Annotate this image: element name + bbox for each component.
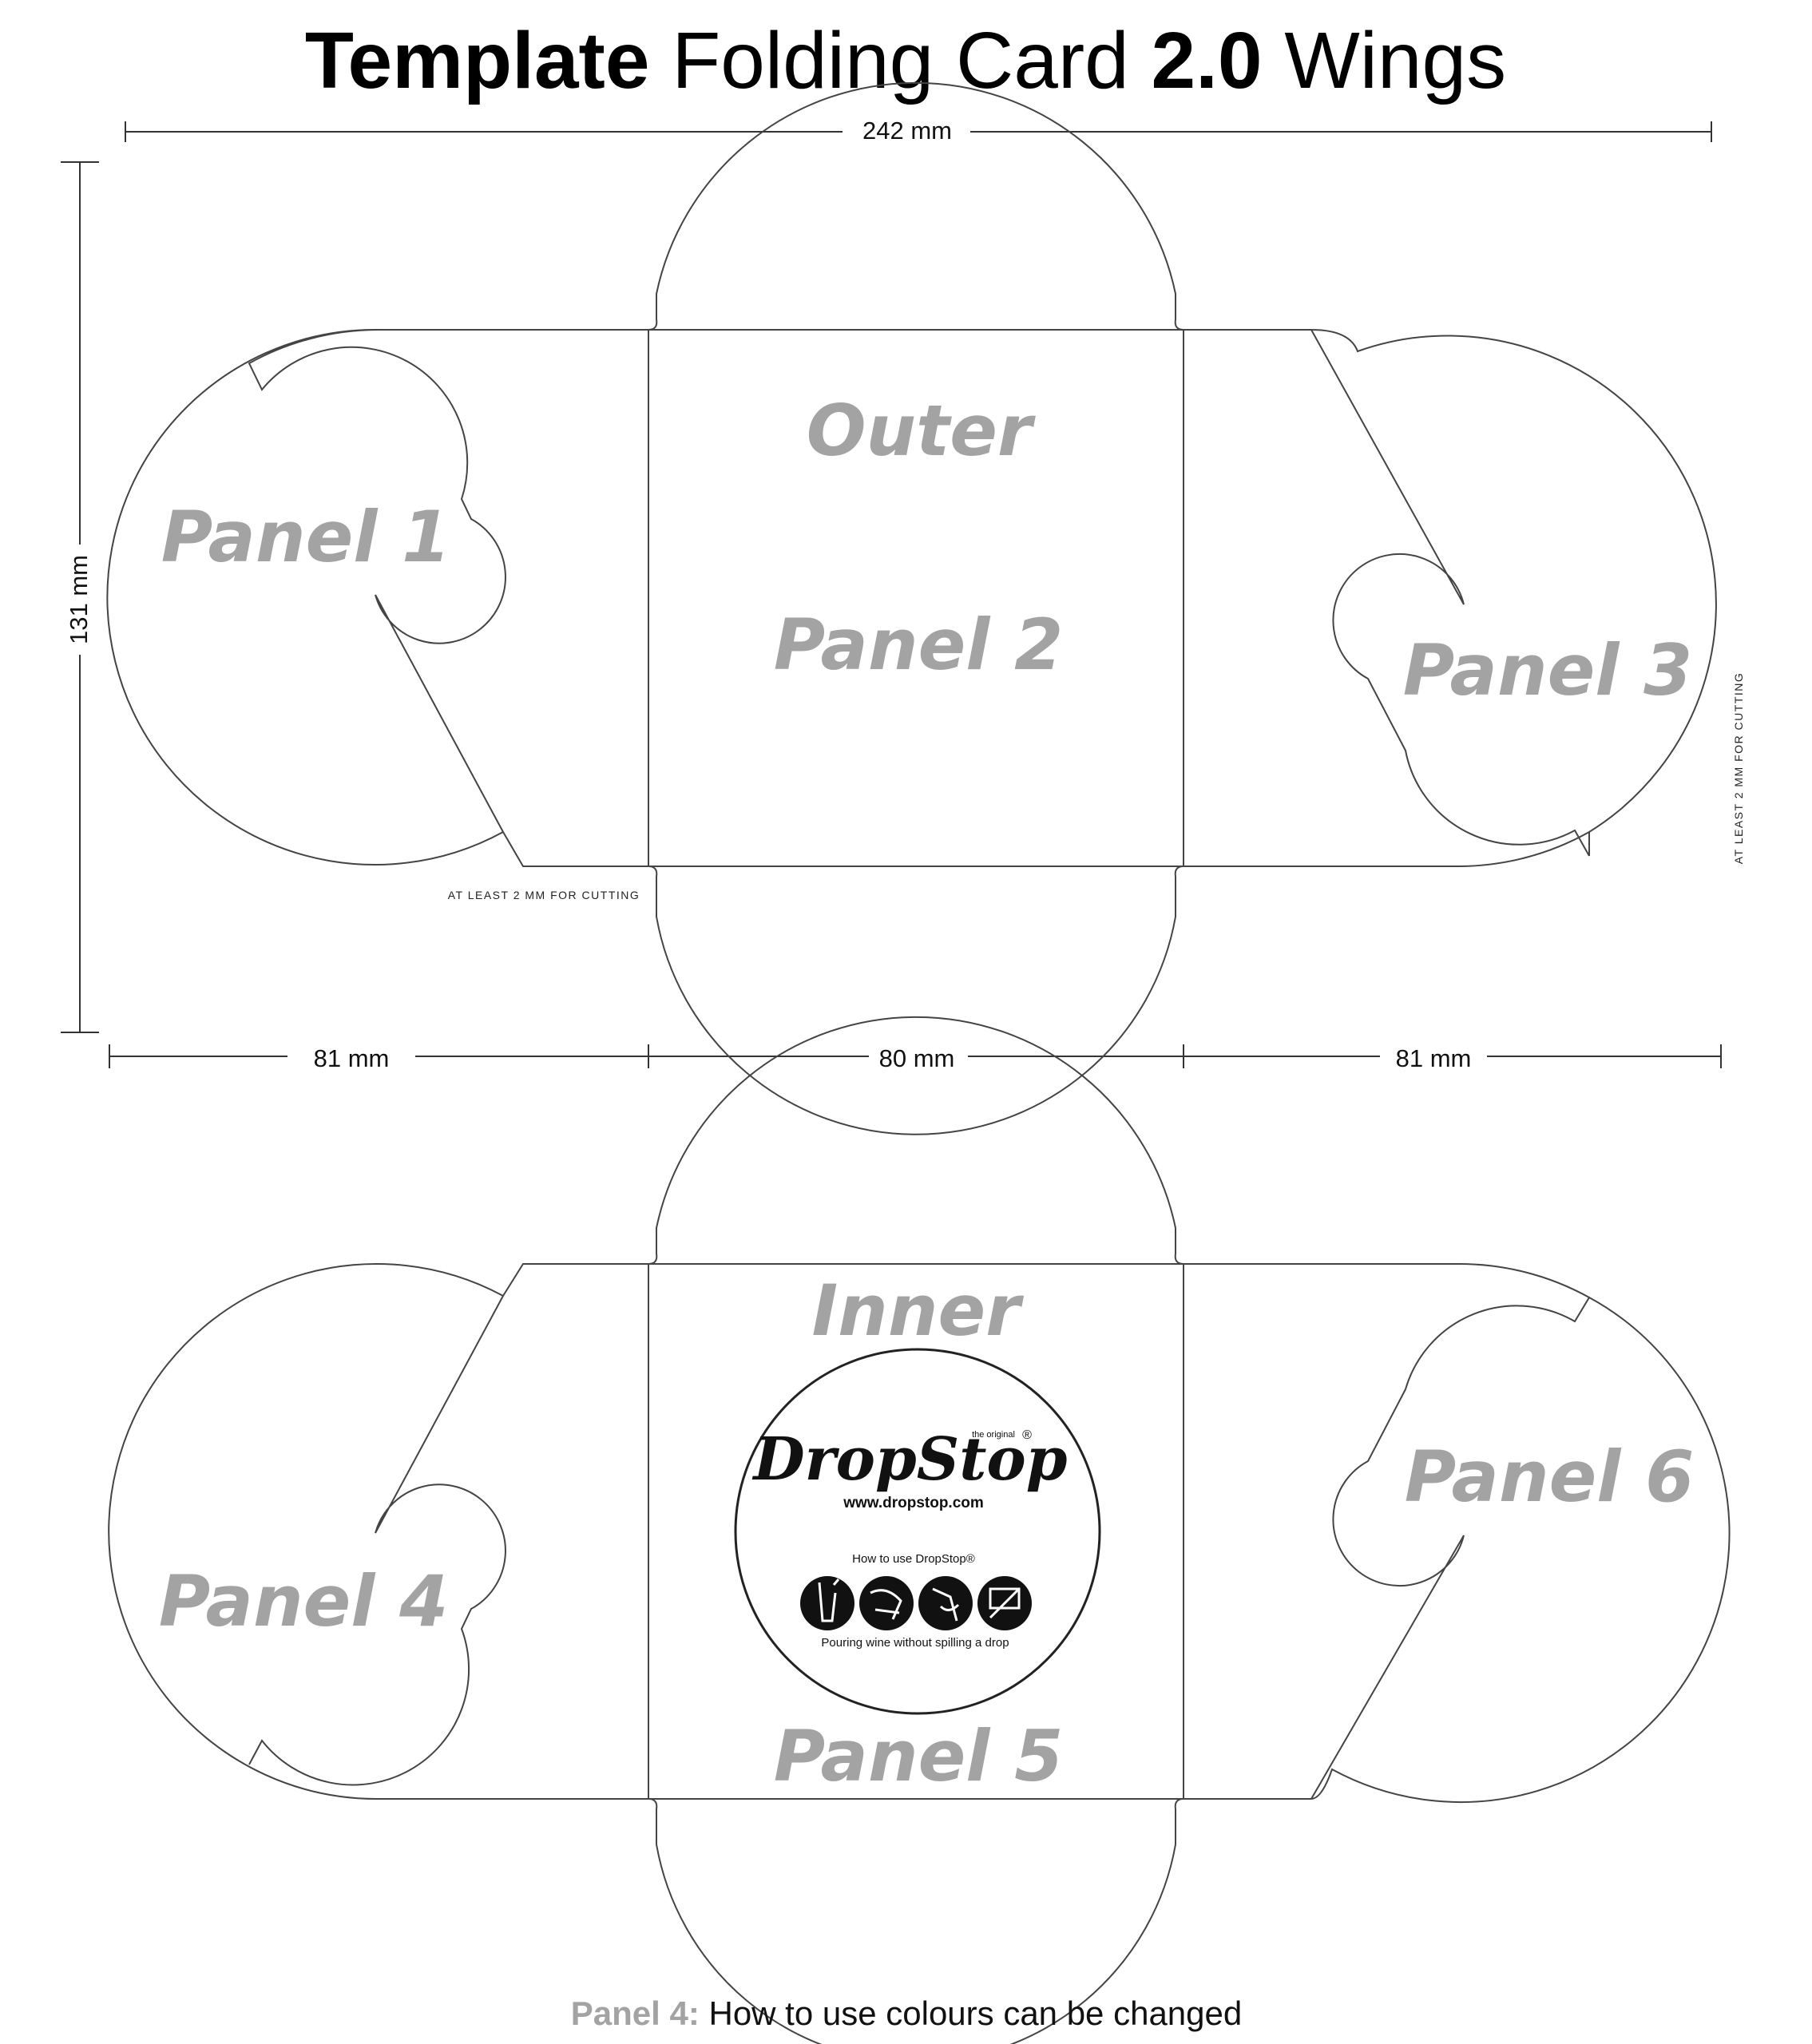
footer-note: Panel 4: How to use colours can be chang…: [571, 1994, 1243, 2032]
step-2-icon: [859, 1576, 914, 1630]
dimension-middle-label: 80 mm: [879, 1044, 955, 1072]
inner-panel-4-label: Panel 4: [159, 1560, 449, 1642]
cutting-note-horizontal: AT LEAST 2 MM FOR CUTTING: [448, 889, 640, 901]
outer-left-wing-outline: [106, 328, 648, 867]
step-3-icon: [918, 1576, 973, 1630]
title-part-folding-card: Folding Card: [649, 16, 1151, 105]
logo-subtitle: Pouring wine without spilling a drop: [821, 1636, 1009, 1650]
inner-bottom-flap-outline: [648, 1798, 1184, 2044]
outer-top-flap-outline: [648, 81, 1184, 331]
dimension-width-label: 242 mm: [862, 117, 952, 145]
how-to-heading: How to use DropStop®: [852, 1552, 975, 1566]
dimension-height-label: 131 mm: [65, 555, 93, 644]
step-4-icon: [977, 1576, 1032, 1630]
brand-tagline: the original: [972, 1430, 1015, 1440]
outer-heading: Outer: [807, 390, 1036, 472]
cutting-note-vertical: AT LEAST 2 MM FOR CUTTING: [1732, 672, 1745, 865]
dropstop-logo-badge: DropStop the original ® www.dropstop.com…: [734, 1348, 1101, 1715]
inner-top-flap-outline: [648, 1016, 1184, 1265]
title-part-version: 2.0: [1152, 16, 1263, 105]
inner-panel-5-label: Panel 5: [774, 1715, 1064, 1797]
inner-heading: Inner: [811, 1270, 1024, 1352]
page-title: Template Folding Card 2.0 Wings: [305, 16, 1506, 105]
inner-left-wing-outline: [108, 1263, 648, 1800]
brand-name: DropStop: [752, 1425, 1068, 1494]
title-part-template: Template: [305, 16, 650, 105]
dimension-sections: 81 mm 80 mm 81 mm: [109, 1044, 1722, 1072]
title-part-wings: Wings: [1263, 16, 1507, 105]
outer-right-wing-outline: [1184, 329, 1717, 868]
outer-panel-2-label: Panel 2: [774, 604, 1064, 686]
step-icons-row: [800, 1576, 1032, 1630]
outer-card: Outer Panel 1 Panel 2 Panel 3 AT LEAST 2…: [106, 81, 1745, 1135]
outer-panel-3-label: Panel 3: [1403, 629, 1693, 711]
inner-card: Inner Panel 4 Panel 5 Panel 6 DropStop t…: [108, 1016, 1731, 2044]
footer-text: How to use colours can be changed: [700, 1994, 1242, 2032]
dimension-width-total: 242 mm: [125, 117, 1712, 145]
brand-registered: ®: [1022, 1428, 1032, 1442]
brand-url: www.dropstop.com: [843, 1495, 984, 1511]
footer-highlight: Panel 4:: [571, 1994, 700, 2032]
dimension-left-label: 81 mm: [314, 1044, 390, 1072]
inner-right-wing-outline: [1184, 1262, 1731, 1804]
outer-bottom-flap-outline: [648, 866, 1184, 1135]
outer-panel-1-label: Panel 1: [161, 496, 451, 578]
inner-panel-6-label: Panel 6: [1405, 1436, 1695, 1518]
step-1-icon: [800, 1576, 854, 1630]
dimension-height-total: 131 mm: [61, 161, 99, 1033]
dimension-right-label: 81 mm: [1396, 1044, 1472, 1072]
